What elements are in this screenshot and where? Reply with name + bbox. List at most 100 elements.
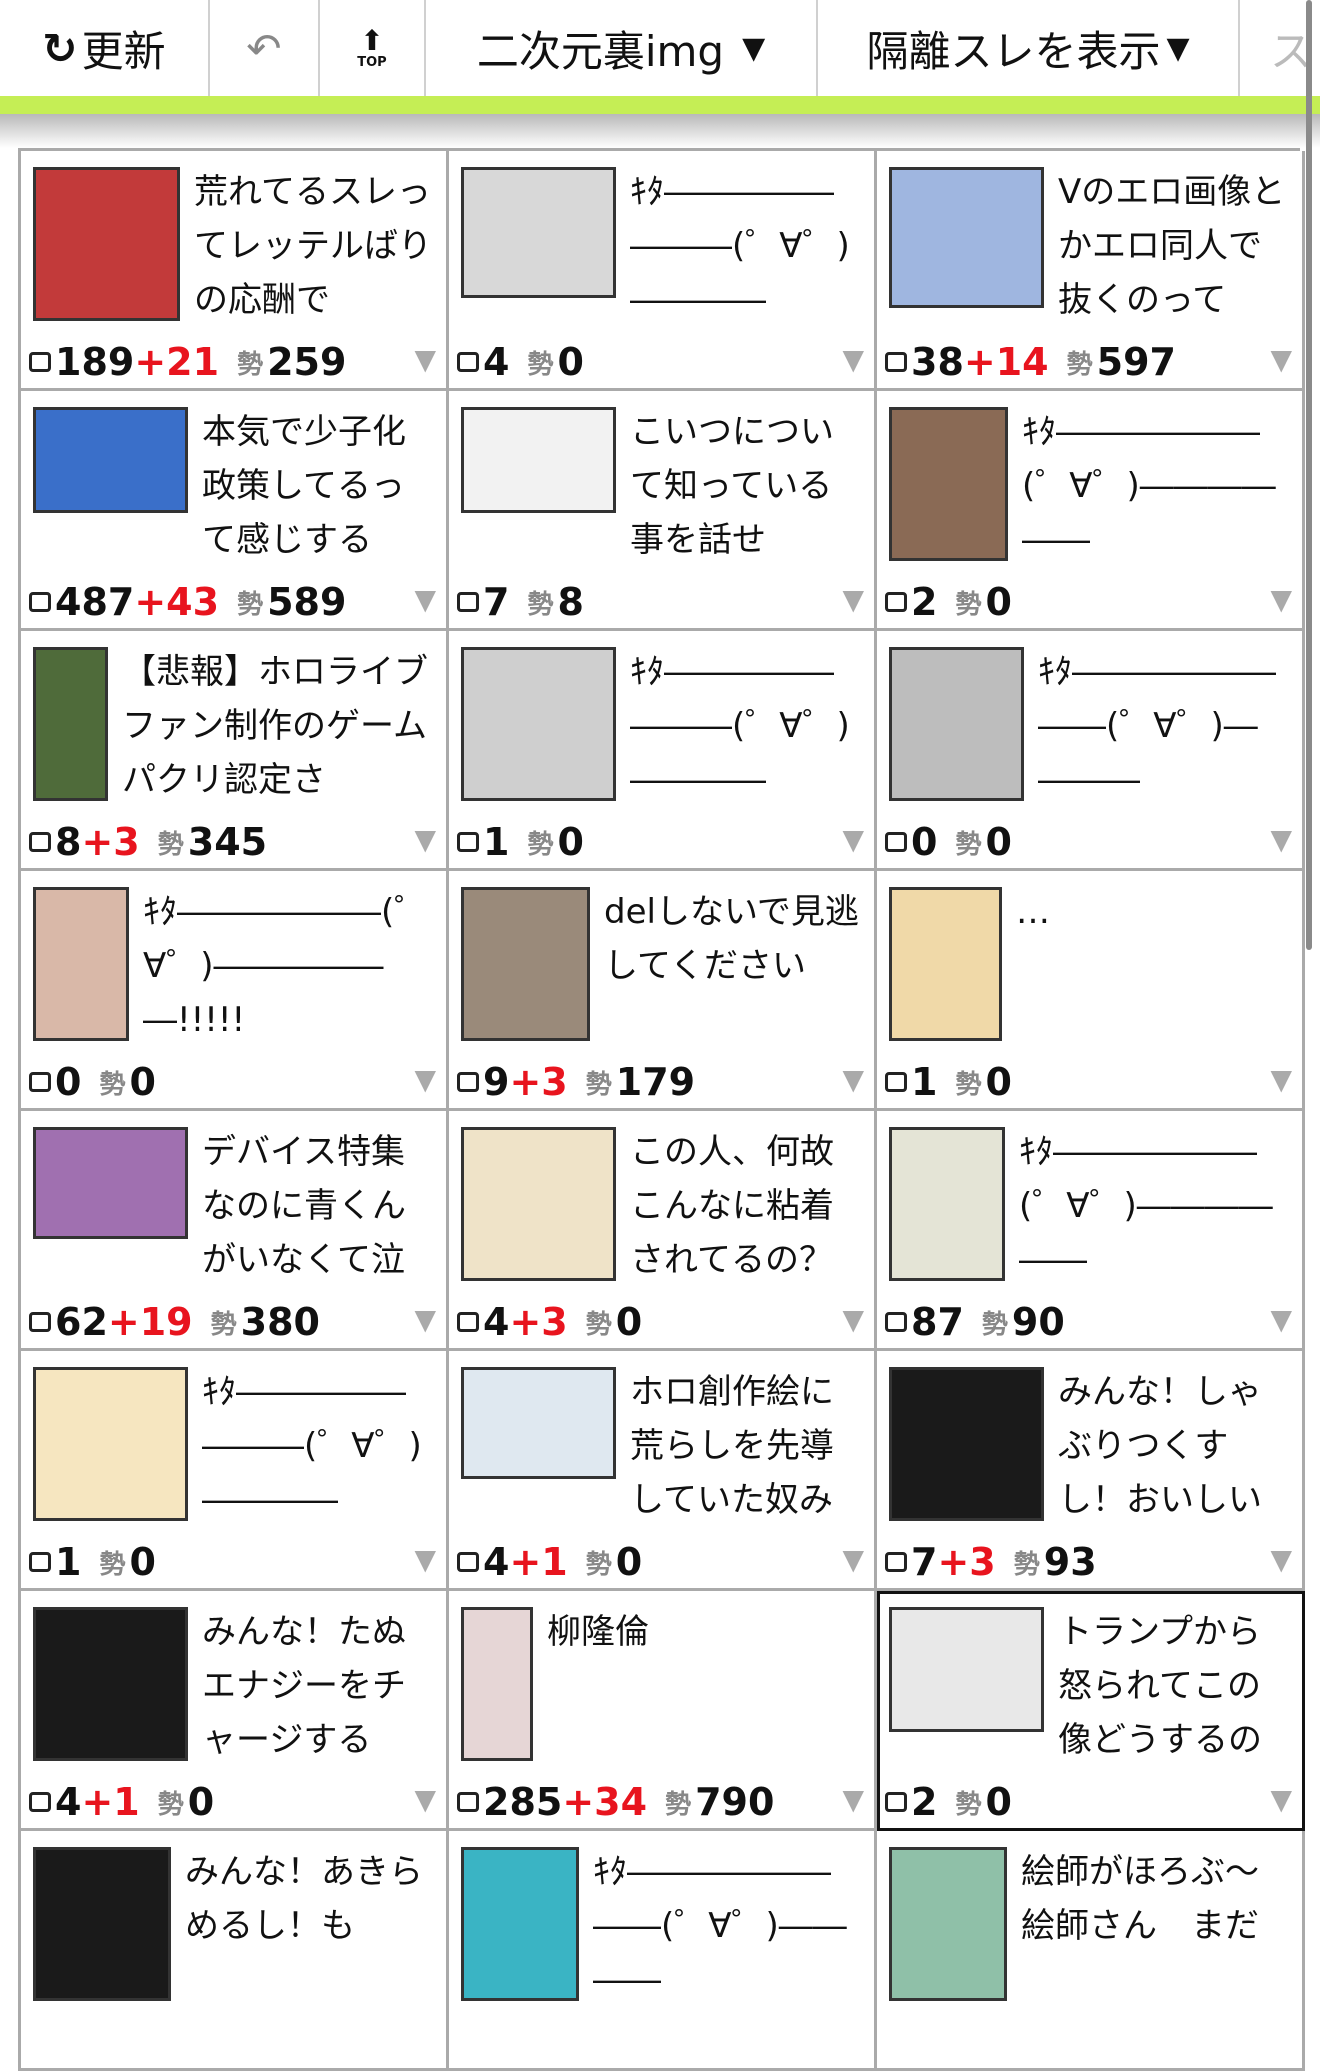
thread-thumbnail[interactable] [889,1847,1007,2001]
thread-title[interactable]: ｷﾀ――――――(゜∀゜)―――――― [1019,1132,1273,1280]
thread-menu-icon[interactable]: ▼ [1270,583,1292,616]
thread-cell[interactable]: ｷﾀ――――――――(゜∀゜)―――― 0 勢 0 ▼ [877,631,1305,871]
thread-thumbnail[interactable] [461,1367,616,1479]
thread-thumbnail[interactable] [33,1607,188,1761]
thread-cell[interactable]: みんな！あきらめるし！も [21,1831,449,2071]
thread-cell[interactable]: ｷﾀ――――――――(゜∀゜)―――― [449,1831,877,2071]
thread-cell[interactable]: ｷﾀ――――――――(゜∀゜)―――― 1 勢 0 ▼ [21,1351,449,1591]
more-toolbar-item[interactable]: ス [1240,0,1320,96]
thread-cell[interactable]: こいつについて知っている事を話せ 7 勢 8 ▼ [449,391,877,631]
thread-menu-icon[interactable]: ▼ [842,1783,864,1816]
isolated-threads-select[interactable]: 隔離スレを表示 ▼ [818,0,1240,96]
thread-title[interactable]: ｷﾀ――――――(゜∀゜)――――――!!!!! [143,892,429,1040]
thread-title[interactable]: ｷﾀ――――――――(゜∀゜)―――― [202,1372,422,1520]
thread-thumbnail[interactable] [889,1607,1044,1732]
thread-menu-icon[interactable]: ▼ [414,823,436,856]
thread-title[interactable]: 【悲報】ホロライブファン制作のゲームパクリ認定さ [122,652,428,800]
thread-menu-icon[interactable]: ▼ [414,1783,436,1816]
thread-title[interactable]: delしないで見逃してください [604,892,859,986]
thread-menu-icon[interactable]: ▼ [414,343,436,376]
thread-title[interactable]: ｷﾀ――――――――(゜∀゜)―――― [630,652,850,800]
thread-title[interactable]: 柳隆倫 [547,1612,649,1652]
thread-thumbnail[interactable] [889,407,1008,561]
thread-thumbnail[interactable] [461,1607,533,1761]
thread-title[interactable]: みんな！しゃぶりつくすし！おいしい [1058,1372,1262,1520]
thread-title[interactable]: 絵師がほろぶ～絵師さん まだ [1021,1852,1259,1946]
thread-cell[interactable]: みんな！しゃぶりつくすし！おいしい 7 +3 勢 93 ▼ [877,1351,1305,1591]
thread-cell[interactable]: 本気で少子化政策してるって感じする 487 +43 勢 589 ▼ [21,391,449,631]
thread-menu-icon[interactable]: ▼ [414,583,436,616]
thread-title[interactable]: ｷﾀ――――――――(゜∀゜)―――― [593,1852,847,2000]
thread-thumbnail[interactable] [889,887,1002,1041]
thread-thumbnail[interactable] [33,647,108,801]
thread-cell[interactable]: delしないで見逃してください 9 +3 勢 179 ▼ [449,871,877,1111]
thread-menu-icon[interactable]: ▼ [1270,1783,1292,1816]
thread-title[interactable]: 荒れてるスレってレッテルばりの応酬で [194,172,432,320]
thread-menu-icon[interactable]: ▼ [414,1063,436,1096]
thread-thumbnail[interactable] [889,167,1044,308]
board-select[interactable]: 二次元裏img ▼ [426,0,818,96]
thread-thumbnail[interactable] [33,167,180,321]
thread-cell[interactable]: 柳隆倫 285 +34 勢 790 ▼ [449,1591,877,1831]
thread-title[interactable]: この人、何故こんなに粘着されてるの？ [630,1132,834,1280]
thread-menu-icon[interactable]: ▼ [414,1303,436,1336]
thread-title[interactable]: トランプから怒られてこの像どうするの [1058,1612,1262,1760]
thread-cell[interactable]: 【悲報】ホロライブファン制作のゲームパクリ認定さ 8 +3 勢 345 ▼ [21,631,449,871]
thread-menu-icon[interactable]: ▼ [414,1543,436,1576]
thread-cell[interactable]: 絵師がほろぶ～絵師さん まだ [877,1831,1305,2071]
thread-thumbnail[interactable] [33,887,129,1041]
thread-menu-icon[interactable]: ▼ [1270,343,1292,376]
thread-thumbnail[interactable] [461,647,616,801]
thread-title[interactable]: ｷﾀ――――――――(゜∀゜)―――― [630,172,850,320]
thread-title[interactable]: … [1016,892,1050,932]
thread-cell[interactable]: Vのエロ画像とかエロ同人で抜くのって 38 +14 勢 597 ▼ [877,151,1305,391]
thread-thumbnail[interactable] [461,1847,579,2001]
thread-thumbnail[interactable] [889,647,1024,801]
thread-cell[interactable]: ｷﾀ――――――(゜∀゜)―――――― 87 勢 90 ▼ [877,1111,1305,1351]
thread-cell[interactable]: 荒れてるスレってレッテルばりの応酬で 189 +21 勢 259 ▼ [21,151,449,391]
thread-menu-icon[interactable]: ▼ [1270,823,1292,856]
thread-title[interactable]: みんな！あきらめるし！も [185,1852,423,1946]
thread-menu-icon[interactable]: ▼ [842,1543,864,1576]
thread-thumbnail[interactable] [33,1127,188,1239]
thread-title[interactable]: ｷﾀ――――――――(゜∀゜)―――― [1038,652,1276,800]
thread-thumbnail[interactable] [33,1847,171,2001]
thread-cell[interactable]: ｷﾀ――――――――(゜∀゜)―――― 1 勢 0 ▼ [449,631,877,871]
thread-thumbnail[interactable] [889,1367,1044,1521]
thread-menu-icon[interactable]: ▼ [842,1063,864,1096]
thread-title[interactable]: みんな！たぬエナジーをチャージする [202,1612,406,1760]
thread-thumbnail[interactable] [33,1367,188,1521]
thread-cell[interactable]: ｷﾀ――――――(゜∀゜)――――――!!!!! 0 勢 0 ▼ [21,871,449,1111]
thread-thumbnail[interactable] [461,887,590,1041]
thread-title[interactable]: ｷﾀ――――――(゜∀゜)―――――― [1022,412,1276,560]
thread-title[interactable]: こいつについて知っている事を話せ [630,412,834,560]
thread-cell[interactable]: みんな！たぬエナジーをチャージする 4 +1 勢 0 ▼ [21,1591,449,1831]
thread-cell[interactable]: デバイス特集なのに青くんがいなくて泣 62 +19 勢 380 ▼ [21,1111,449,1351]
thread-cell[interactable]: この人、何故こんなに粘着されてるの？ 4 +3 勢 0 ▼ [449,1111,877,1351]
thread-cell[interactable]: ｷﾀ――――――――(゜∀゜)―――― 4 勢 0 ▼ [449,151,877,391]
back-button[interactable]: ↶ [210,0,320,96]
thread-cell[interactable]: … 1 勢 0 ▼ [877,871,1305,1111]
thread-menu-icon[interactable]: ▼ [842,343,864,376]
thread-menu-icon[interactable]: ▼ [1270,1303,1292,1336]
refresh-button[interactable]: ↻ 更新 [0,0,210,96]
thread-menu-icon[interactable]: ▼ [1270,1543,1292,1576]
thread-thumbnail[interactable] [461,1127,616,1281]
thread-menu-icon[interactable]: ▼ [1270,1063,1292,1096]
thread-cell[interactable]: ｷﾀ――――――(゜∀゜)―――――― 2 勢 0 ▼ [877,391,1305,631]
thread-thumbnail[interactable] [33,407,188,513]
thread-title[interactable]: デバイス特集なのに青くんがいなくて泣 [202,1132,406,1280]
thread-cell[interactable]: ホロ創作絵に荒らしを先導していた奴み 4 +1 勢 0 ▼ [449,1351,877,1591]
thread-title[interactable]: ホロ創作絵に荒らしを先導していた奴み [630,1372,834,1520]
thread-menu-icon[interactable]: ▼ [842,823,864,856]
scrollbar[interactable] [1306,0,1312,950]
thread-thumbnail[interactable] [461,407,616,513]
thread-thumbnail[interactable] [889,1127,1005,1281]
thread-title[interactable]: 本気で少子化政策してるって感じする [202,412,406,560]
top-button[interactable]: ⬆ TOP [320,0,426,96]
thread-menu-icon[interactable]: ▼ [842,1303,864,1336]
thread-menu-icon[interactable]: ▼ [842,583,864,616]
thread-thumbnail[interactable] [461,167,616,298]
thread-cell[interactable]: トランプから怒られてこの像どうするの 2 勢 0 ▼ [877,1591,1305,1831]
thread-title[interactable]: Vのエロ画像とかエロ同人で抜くのって [1058,172,1286,320]
